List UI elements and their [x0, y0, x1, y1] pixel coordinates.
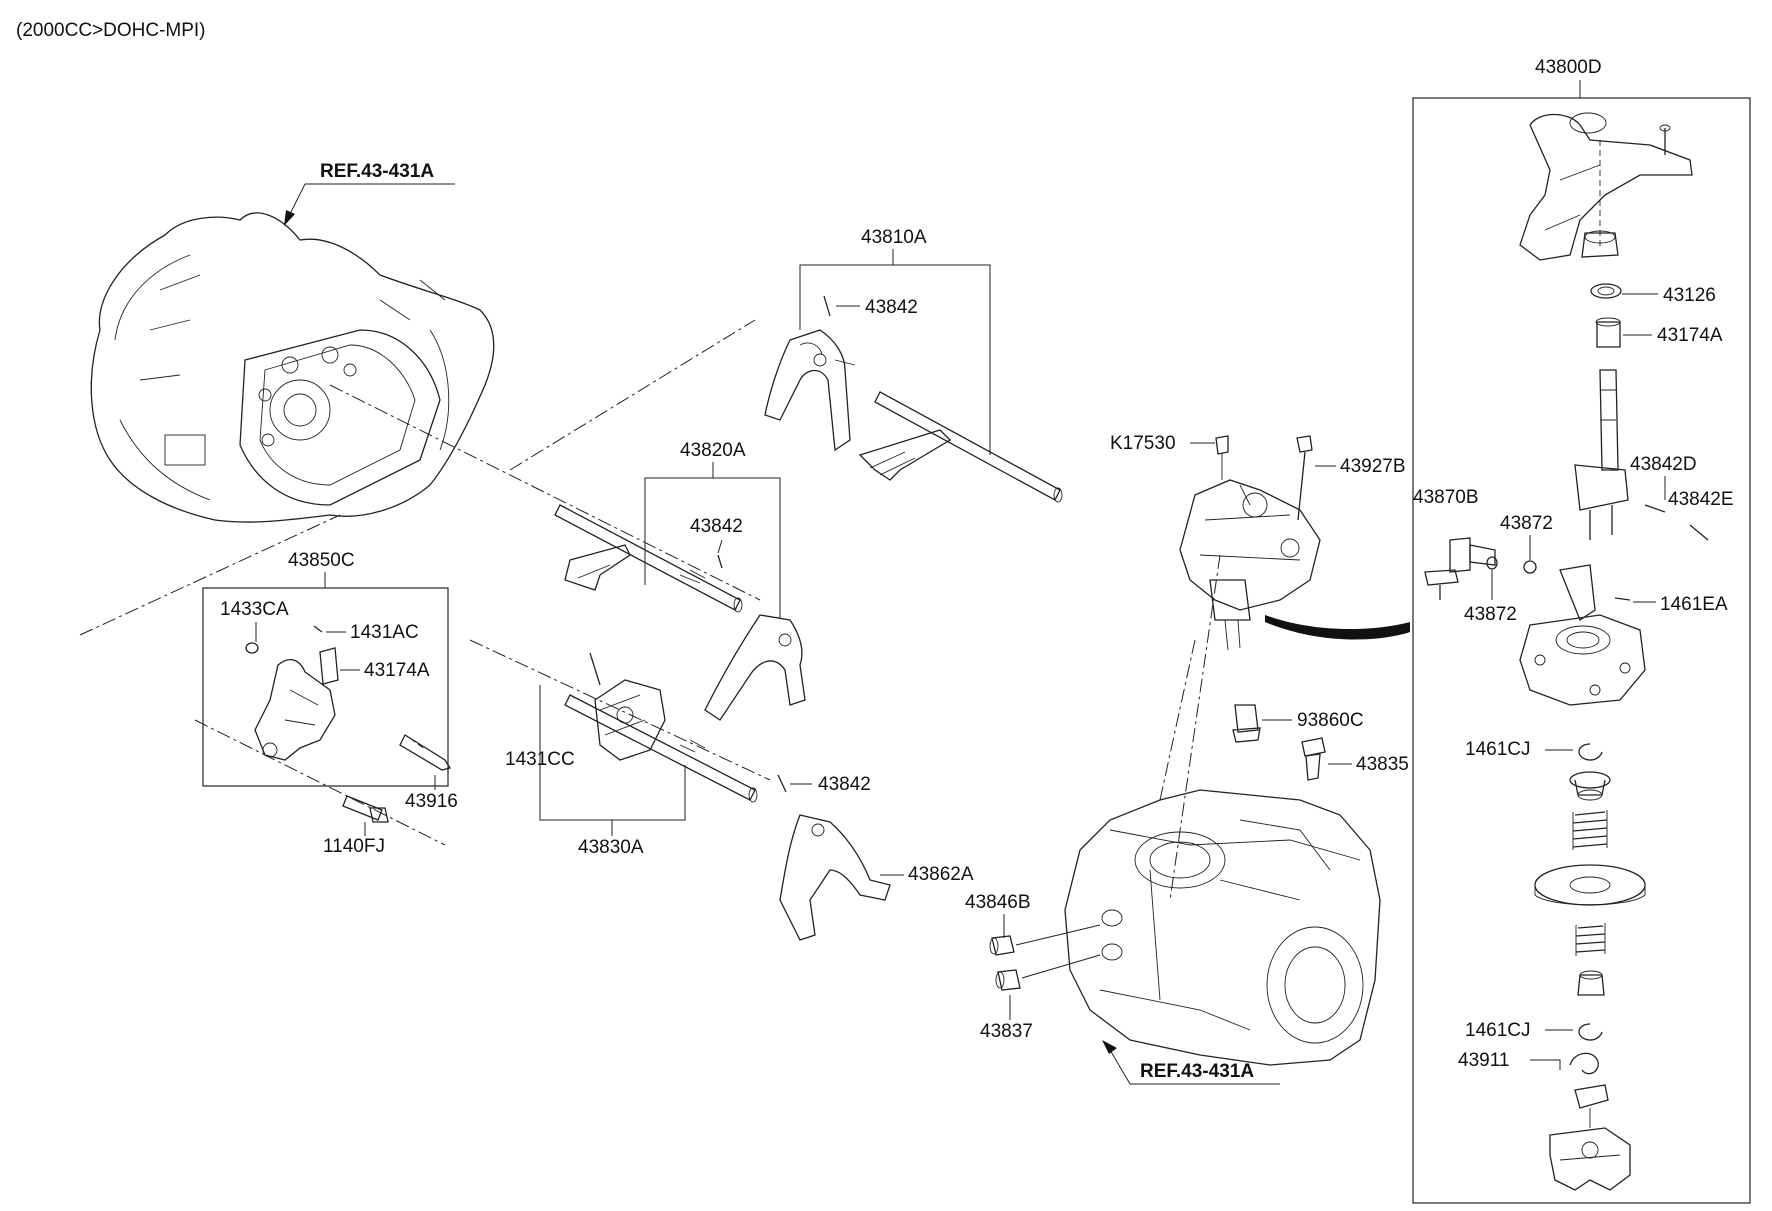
ref-label-bottom: REF.43-431A	[1140, 1061, 1254, 1082]
label-43927b: 43927B	[1340, 456, 1406, 477]
plug-43837: 43837	[980, 954, 1101, 1042]
transmission-case-left	[90, 212, 495, 523]
label-43174a-right: 43174A	[1657, 325, 1723, 346]
label-43810a: 43810A	[861, 227, 927, 248]
label-1140fj: 1140FJ	[323, 836, 385, 857]
label-43842e: 43842E	[1668, 489, 1734, 510]
label-1461ea: 1461EA	[1660, 594, 1728, 615]
label-43830a: 43830A	[578, 837, 644, 858]
label-43835: 43835	[1356, 754, 1409, 775]
shift-lever-group-43850c: 43850C 1433CA 1431AC 43174A 43916 1140FJ	[202, 550, 458, 857]
label-43870b: 43870B	[1413, 487, 1479, 508]
label-43800d: 43800D	[1535, 57, 1602, 78]
plug-43835: 43835	[1301, 737, 1409, 781]
shift-rail-group-43810a: 43810A 43842	[764, 227, 1063, 503]
label-43126: 43126	[1663, 285, 1716, 306]
ref-label-top: REF.43-431A	[320, 161, 434, 182]
label-1433ca: 1433CA	[220, 599, 289, 620]
sensor-93860c: 93860C	[1232, 704, 1364, 743]
label-43837: 43837	[980, 1021, 1033, 1042]
label-43842-c: 43842	[818, 774, 871, 795]
label-1431ac: 1431AC	[350, 622, 419, 643]
label-93860c: 93860C	[1297, 710, 1364, 731]
label-1461cj-bottom: 1461CJ	[1465, 1020, 1531, 1041]
ref-callout-top: REF.43-431A	[284, 161, 455, 226]
label-43846b: 43846B	[965, 892, 1031, 913]
label-43174a-left: 43174A	[364, 660, 430, 681]
label-43850c: 43850C	[288, 550, 355, 571]
label-43842d: 43842D	[1630, 454, 1697, 475]
shift-rail-group-43830a: 43830A 1431CC 43842 43862A	[505, 652, 974, 941]
shift-rail-group-43820a: 43820A 43842	[554, 440, 806, 721]
shift-control-cover: K17530 43927B	[1110, 433, 1410, 651]
label-1461cj-top: 1461CJ	[1465, 739, 1531, 760]
label-43872-top: 43872	[1500, 513, 1553, 534]
label-43916: 43916	[405, 791, 458, 812]
label-43862a: 43862A	[908, 864, 974, 885]
alignment-lines	[79, 319, 1221, 901]
label-k17530: K17530	[1110, 433, 1176, 454]
transmission-case-right	[1064, 789, 1381, 1066]
plug-43846b: 43846B	[965, 892, 1101, 956]
ref-callout-bottom: REF.43-431A	[1102, 1040, 1280, 1085]
label-43842-a: 43842	[865, 297, 918, 318]
label-43820a: 43820A	[680, 440, 746, 461]
label-43872-bottom: 43872	[1464, 604, 1517, 625]
shift-lever-assembly-43800d: 43800D 43126 43174A 43842D 43842E	[1412, 57, 1751, 1204]
label-1431cc: 1431CC	[505, 749, 575, 770]
label-43911: 43911	[1458, 1050, 1509, 1071]
engine-variant-note: (2000CC>DOHC-MPI)	[16, 20, 206, 41]
label-43842-b: 43842	[690, 516, 743, 537]
